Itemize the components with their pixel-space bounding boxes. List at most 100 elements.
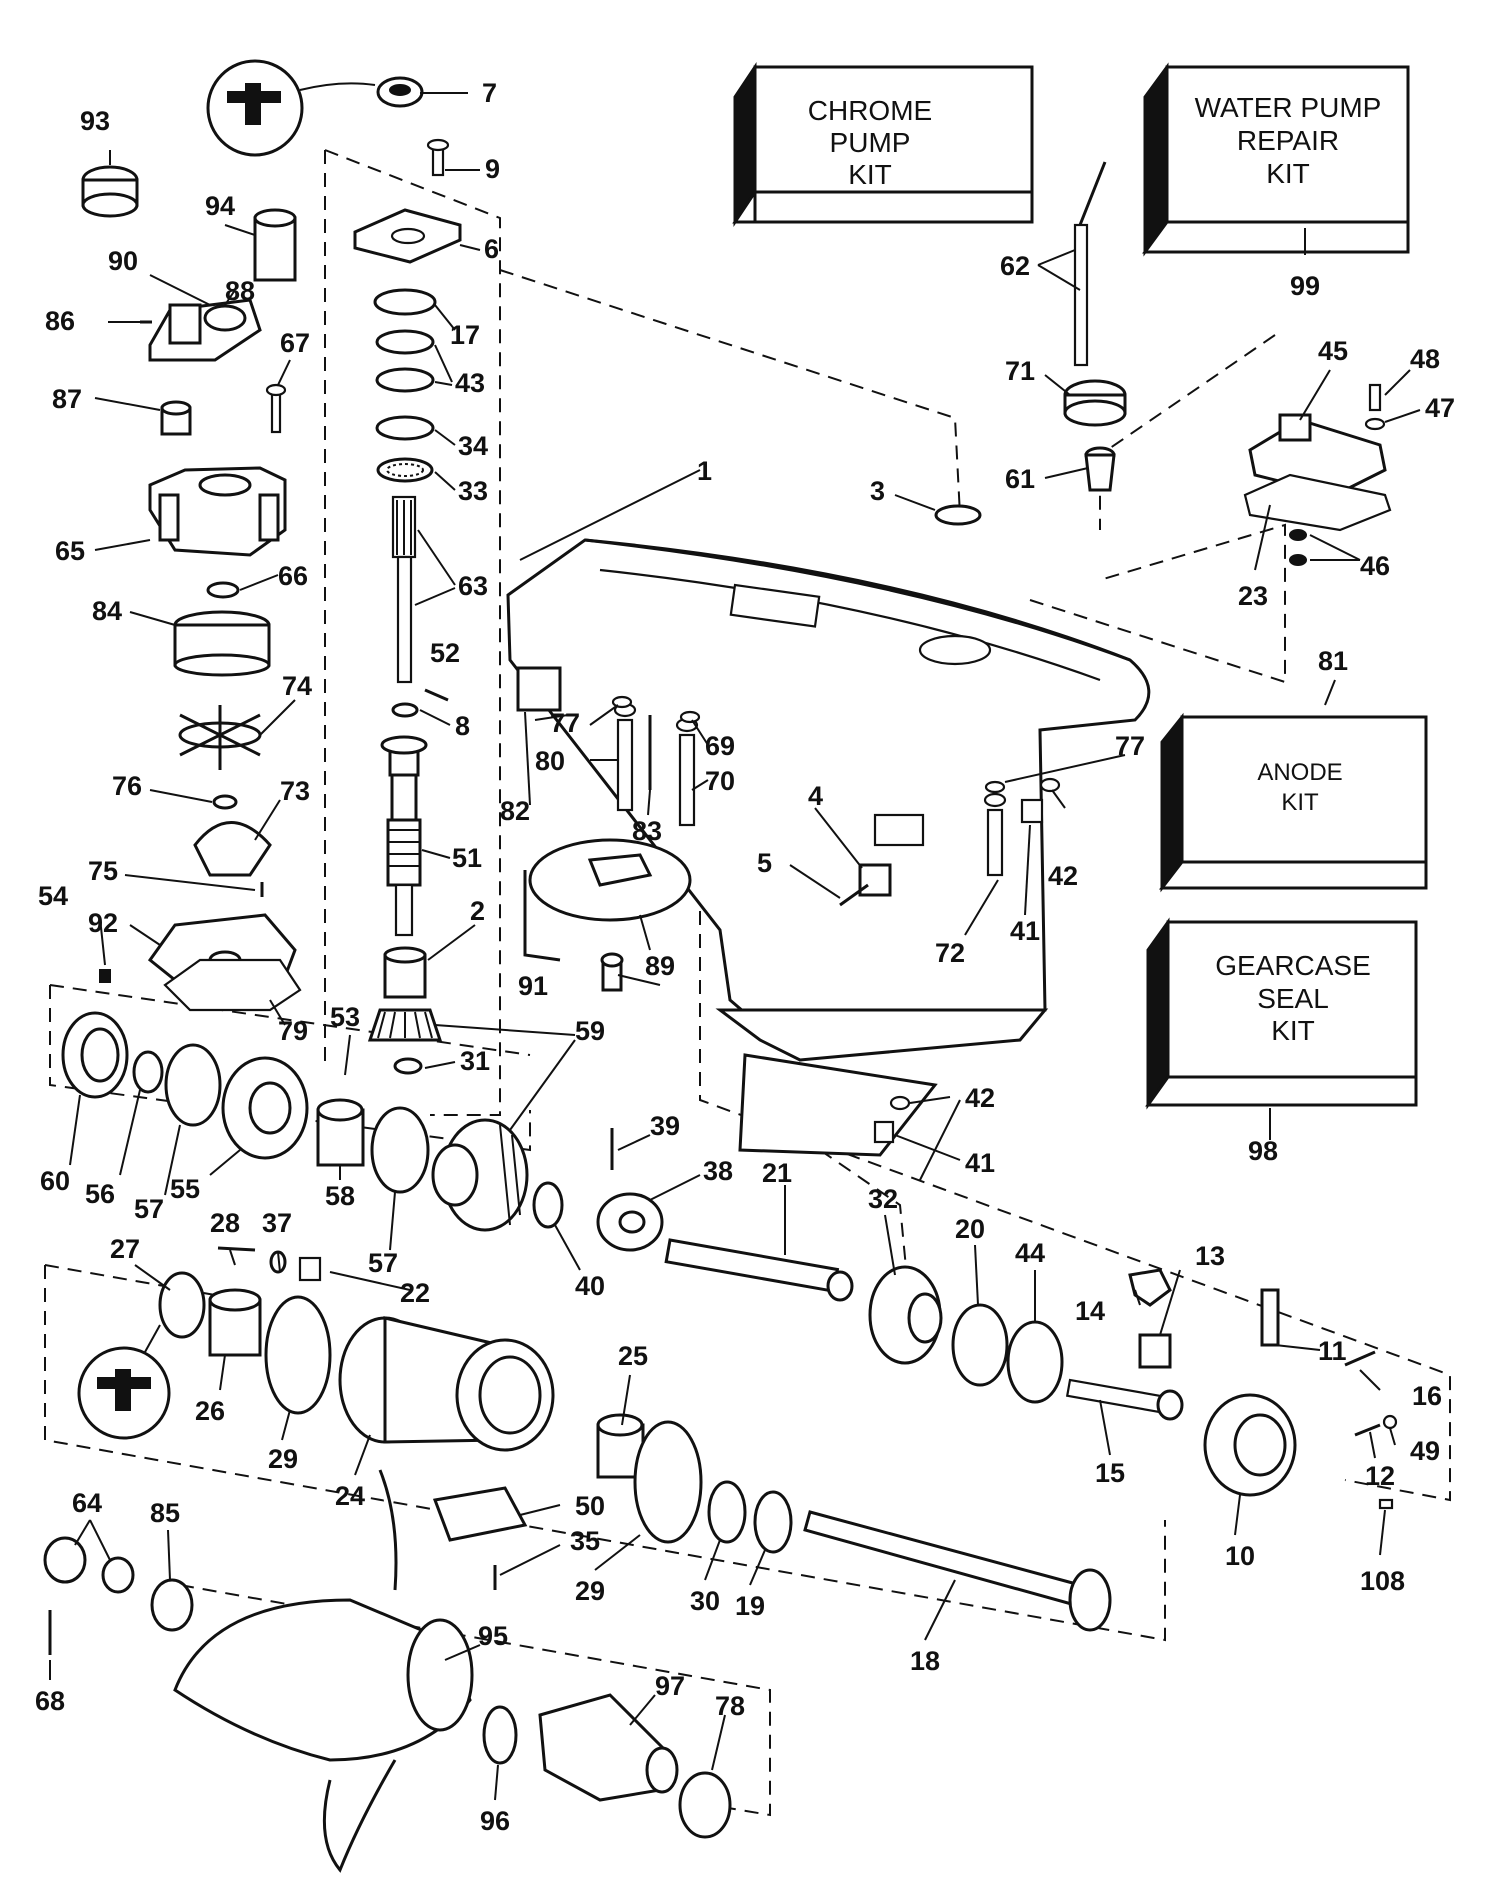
screw-part-48: [1368, 383, 1382, 412]
o-ring-part-17: [373, 288, 437, 316]
callout-number: 25: [618, 1341, 648, 1371]
prop-nut-part-64: [43, 1536, 135, 1594]
kit-label-line: WATER PUMP: [1195, 92, 1382, 123]
callout-number: 85: [150, 1498, 180, 1528]
callout-number: 55: [170, 1174, 200, 1204]
callout-number: 90: [108, 246, 138, 276]
callout-number: 4: [808, 781, 823, 811]
callout-number: 49: [1410, 1436, 1440, 1466]
spring-part-12: [1354, 1423, 1381, 1437]
callout-number: 73: [280, 776, 310, 806]
screw-part-91: [600, 952, 624, 992]
shifter-cradle-part-14: [1128, 1268, 1172, 1307]
callout-number: 77: [1115, 731, 1145, 761]
screw-part-41: [873, 1120, 895, 1144]
callout-number: 8: [455, 711, 470, 741]
callout-number: 29: [575, 1576, 605, 1606]
callout-number: 69: [705, 731, 735, 761]
pump-housing-part-65: [148, 466, 287, 557]
lubricant-symbol-icon: [77, 1324, 171, 1440]
screw-part-70: [675, 717, 699, 827]
callout-number: 30: [690, 1586, 720, 1616]
callout-number: 10: [1225, 1541, 1255, 1571]
seal-housing-part-6: [353, 208, 462, 264]
callout-number: 76: [112, 771, 142, 801]
nut-part-31: [393, 1057, 423, 1075]
kit-box-water-pump: WATER PUMP REPAIR KIT: [1142, 62, 1410, 257]
callout-number: 43: [455, 368, 485, 398]
callout-number: 63: [458, 571, 488, 601]
callout-number: 37: [262, 1208, 292, 1238]
kit-label-line: GEARCASE: [1215, 950, 1371, 981]
callout-number: 95: [478, 1621, 508, 1651]
shift-lever-part-11: [1260, 1288, 1280, 1347]
screw-part-72: [983, 792, 1007, 877]
callout-number: 19: [735, 1591, 765, 1621]
kit-label-line: KIT: [1266, 158, 1310, 189]
water-tube-part-62: [1073, 161, 1107, 367]
kit-label-line: REPAIR: [1237, 125, 1339, 156]
callout-number: 98: [1248, 1136, 1278, 1166]
grommet-part-46: [1289, 554, 1307, 566]
washer-part-69: [679, 710, 701, 724]
gearcase-housing-part-1: [506, 538, 1151, 1157]
propeller-shaft-part-21: [664, 1238, 854, 1302]
shim-part-57: [164, 1043, 222, 1127]
hub-part-97: [538, 1693, 679, 1802]
pin-part-16: [1344, 1350, 1376, 1367]
callout-number: 77: [550, 708, 580, 738]
callout-number: 41: [965, 1148, 995, 1178]
callout-number: 42: [1048, 861, 1078, 891]
thrust-washer-part-44: [1006, 1320, 1064, 1404]
ring-part-40: [532, 1181, 564, 1229]
screw-part-9: [426, 138, 450, 177]
reverse-gear-part-32: [868, 1265, 943, 1365]
callout-number: 9: [485, 154, 500, 184]
trim-tab-part-89: [523, 838, 692, 962]
kit-label-line: CHROME: [808, 95, 932, 126]
bearing-housing-part-24: [338, 1316, 555, 1452]
plug-part-108: [1378, 1498, 1394, 1510]
callout-number: 44: [1015, 1238, 1045, 1268]
seal-part-27: [158, 1271, 206, 1339]
callout-number: 108: [1360, 1566, 1405, 1596]
needle-bearing-part-2: [383, 946, 427, 999]
callout-number: 23: [1238, 581, 1268, 611]
kit-label-line: KIT: [848, 159, 892, 190]
shift-housing-part-10: [1203, 1393, 1297, 1497]
gasket-part-23: [1243, 473, 1392, 532]
anode-part-4: [858, 863, 892, 897]
callout-number: 56: [85, 1179, 115, 1209]
callout-number: 91: [518, 971, 548, 1001]
clutch-dog-part-38: [596, 1192, 664, 1252]
callout-number: 54: [38, 881, 68, 911]
callout-number: 81: [1318, 646, 1348, 676]
callout-number: 40: [575, 1271, 605, 1301]
washer-part-42: [889, 1095, 911, 1111]
callout-number: 22: [400, 1278, 430, 1308]
lubricant-symbol-icon: [206, 59, 376, 157]
anode-plate-part-50: [432, 1486, 528, 1542]
spacer-part-96: [482, 1705, 518, 1765]
callout-number: 58: [325, 1181, 355, 1211]
callout-number: 62: [1000, 251, 1030, 281]
callout-number: 68: [35, 1686, 65, 1716]
dowel-part-54: [99, 969, 111, 983]
washer-part-42: [1039, 777, 1061, 793]
washer-part-77: [984, 780, 1006, 794]
fitting-part-82: [516, 666, 562, 712]
thrust-bearing-part-33: [376, 457, 434, 483]
callout-number: 11: [1318, 1336, 1347, 1366]
callout-number: 94: [205, 191, 235, 221]
gasket-part-73: [193, 821, 272, 877]
washer-part-34: [375, 415, 435, 441]
callout-number: 48: [1410, 344, 1440, 374]
callout-number: 52: [430, 638, 460, 668]
ring-part-8: [391, 702, 419, 718]
callout-number: 51: [452, 843, 482, 873]
callout-number: 59: [575, 1016, 605, 1046]
callout-number: 7: [482, 78, 497, 108]
o-ring-part-29: [633, 1420, 703, 1544]
kit-label-line: KIT: [1271, 1015, 1315, 1046]
